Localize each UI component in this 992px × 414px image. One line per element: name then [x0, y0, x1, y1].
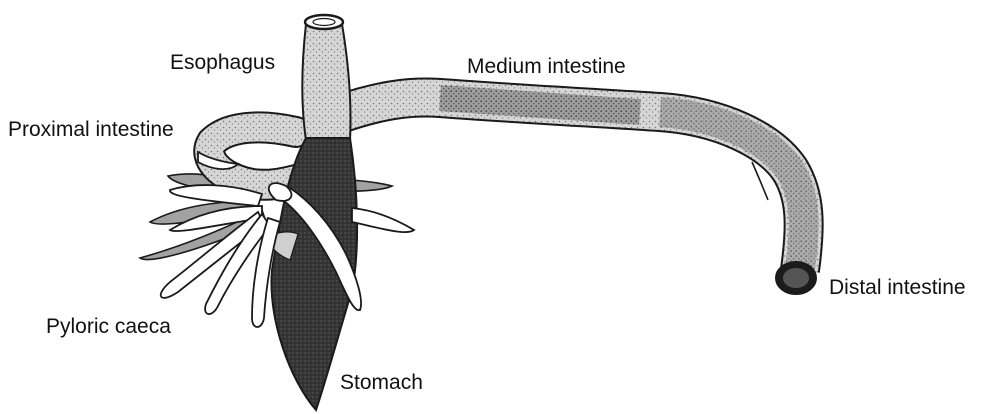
- stomach-label: Stomach: [340, 372, 423, 393]
- proximal-intestine-label: Proximal intestine: [8, 119, 174, 140]
- esophagus-label: Esophagus: [170, 52, 275, 73]
- pyloric-caeca-label: Pyloric caeca: [46, 316, 171, 337]
- distal-intestine-label: Distal intestine: [829, 277, 966, 298]
- esophagus: [302, 15, 350, 140]
- medium-intestine-label: Medium intestine: [467, 56, 626, 77]
